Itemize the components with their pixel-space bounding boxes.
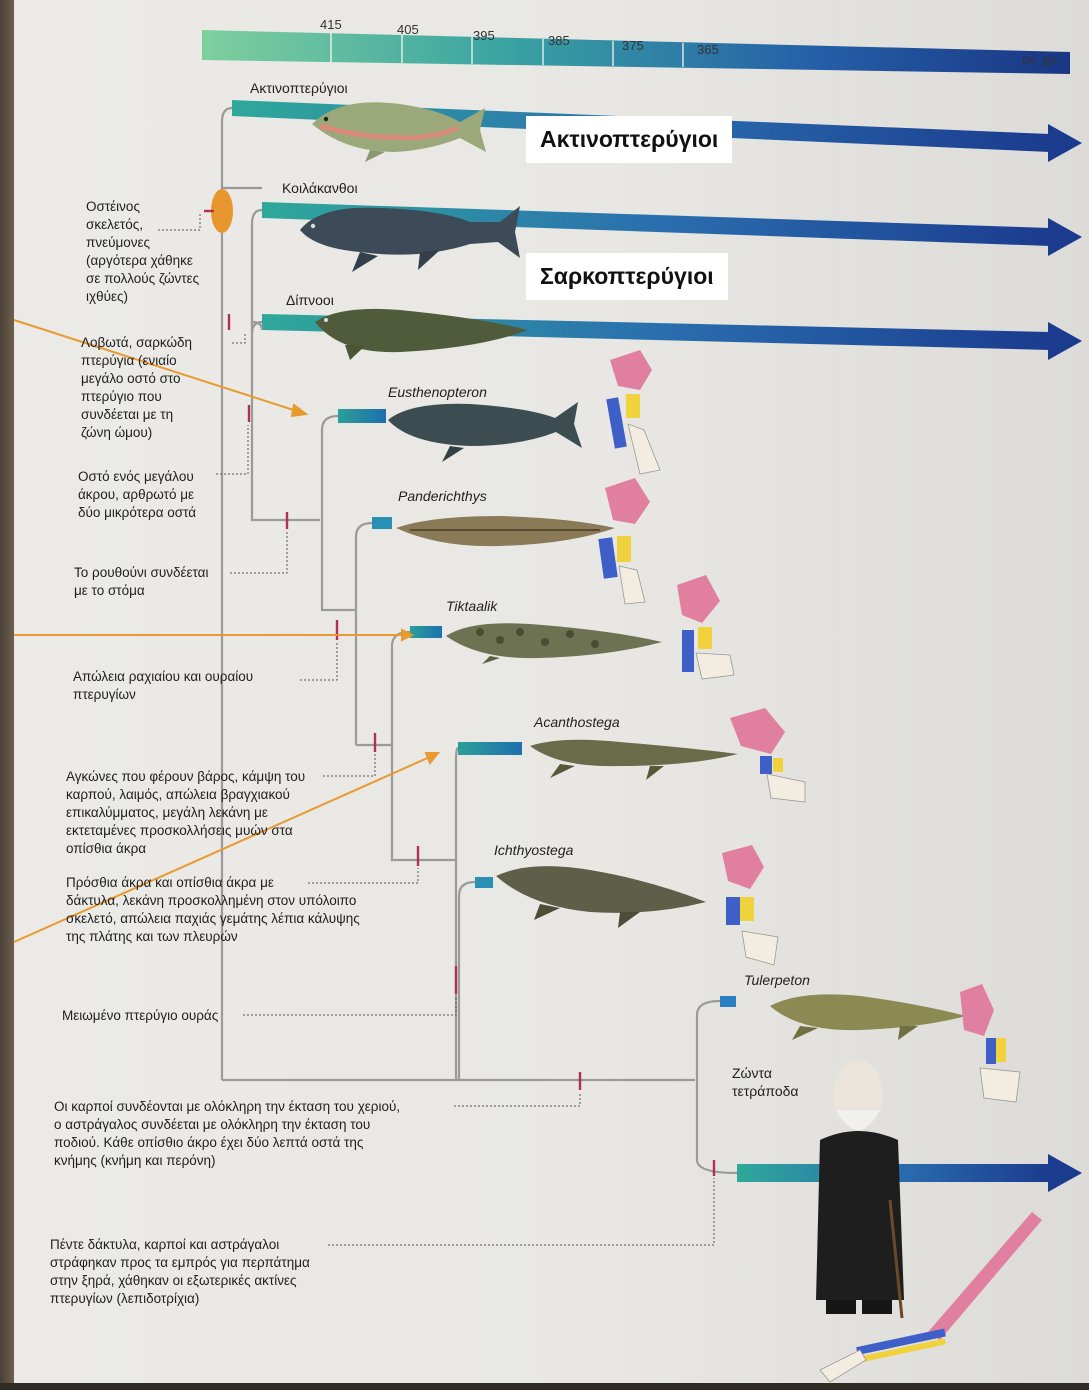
timeline-tick: 395 xyxy=(473,28,495,43)
taxon-label-living-tetrapods: Ζώντα τετράποδα xyxy=(732,1064,799,1100)
tulerpeton-illustration xyxy=(770,994,966,1040)
acanthostega-illustration xyxy=(530,740,738,780)
trait-limbs-with-digits: Πρόσθια άκρα και οπίσθια άκρα με δάκτυλα… xyxy=(66,874,406,946)
trait-wrists-ankles: Οι καρποί συνδέονται με ολόκληρη την έκτ… xyxy=(54,1098,464,1170)
lungfish-illustration xyxy=(315,309,528,360)
trait-limb-bone: Οστό ενός μεγάλου άκρου, αρθρωτό με δύο … xyxy=(78,468,238,522)
trait-weight-bearing-elbows: Αγκώνες που φέρουν βάρος, κάμψη του καρπ… xyxy=(66,768,336,858)
callout-sarcopterygii: Σαρκοπτερύγιοι xyxy=(526,253,728,300)
trait-lobed-fins: Λοβωτά, σαρκώδη πτερύγια (ενιαίο μεγάλο … xyxy=(81,334,231,442)
trait-five-digits: Πέντε δάκτυλα, καρποί και αστράγαλοι στρ… xyxy=(50,1236,350,1308)
tiktaalik-illustration xyxy=(446,623,662,664)
timeline-tick: 405 xyxy=(397,22,419,37)
taxon-label-tiktaalik: Tiktaalik xyxy=(446,598,497,614)
trait-nostril-mouth: Το ρουθούνι συνδέεται με το στόμα xyxy=(74,564,244,600)
taxon-label-acanthostega: Acanthostega xyxy=(534,714,620,730)
trait-reduced-tail-fin: Μειωμένο πτερύγιο ουράς xyxy=(62,1007,252,1025)
eusthenopteron-illustration xyxy=(388,402,582,462)
taxon-label-coelacanths: Κοιλάκανθοι xyxy=(282,180,358,196)
taxon-label-ichthyostega: Ichthyostega xyxy=(494,842,573,858)
timeline-tick: 385 xyxy=(548,33,570,48)
taxon-label-eusthenopteron: Eusthenopteron xyxy=(388,384,487,400)
timeline-tick: 375 xyxy=(622,38,644,53)
trait-bony-skeleton-lungs: Οστέινος σκελετός, πνεύμονες (αργότερα χ… xyxy=(86,198,218,306)
timeline-unit: εκ. χρ. xyxy=(1022,52,1059,67)
taxon-label-tulerpeton: Tulerpeton xyxy=(744,972,810,988)
trait-loss-dorsal-fins: Απώλεια ραχιαίου και ουραίου πτερυγίων xyxy=(73,668,303,704)
taxon-label-actinopterygii: Ακτινοπτερύγιοι xyxy=(250,80,348,96)
ichthyostega-illustration xyxy=(496,866,706,928)
callout-actinopterygii: Ακτινοπτερύγιοι xyxy=(526,116,732,163)
timeline-tick: 415 xyxy=(320,17,342,32)
timeline-tick: 365 xyxy=(697,42,719,57)
human-figure-illustration xyxy=(816,1060,904,1318)
taxon-label-panderichthys: Panderichthys xyxy=(398,488,487,504)
panderichthys-illustration xyxy=(396,516,615,546)
taxon-label-lungfish: Δίπνοοι xyxy=(286,292,334,308)
